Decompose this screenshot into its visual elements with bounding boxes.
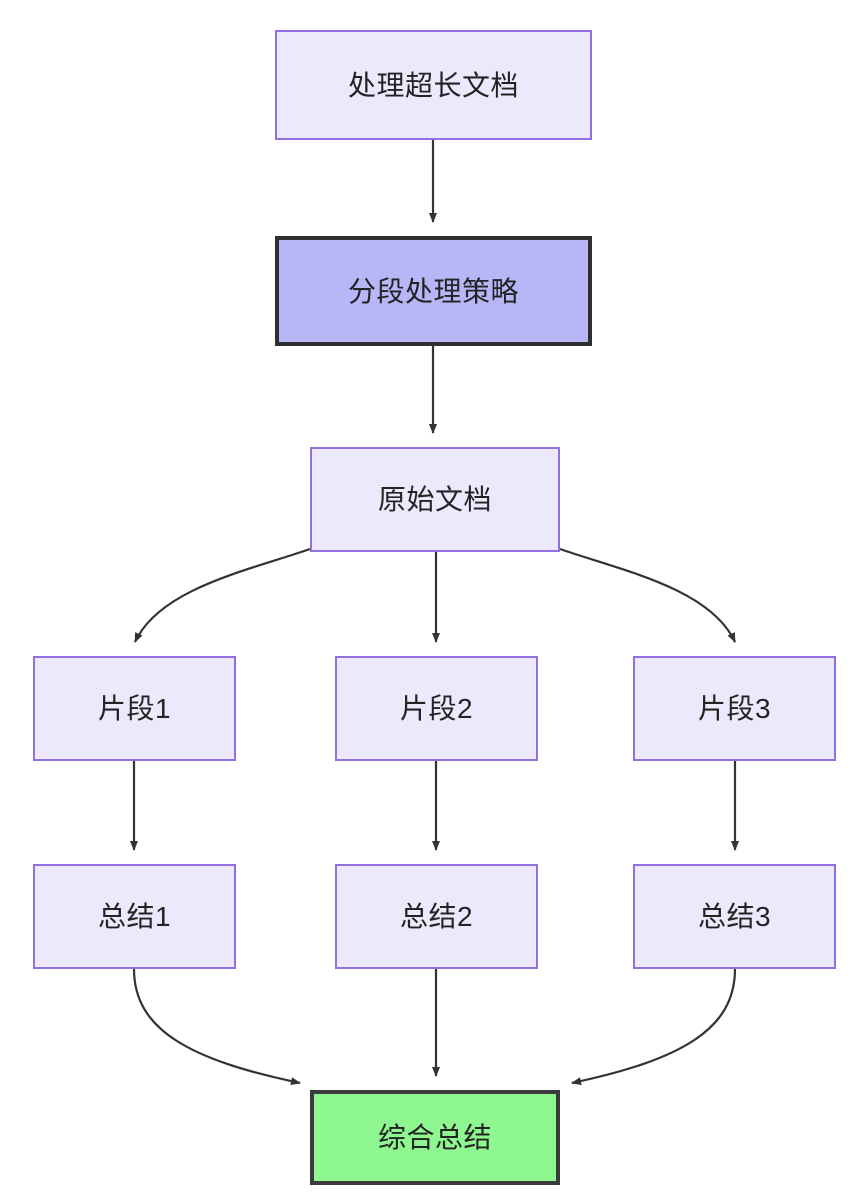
node-comprehensive-summary[interactable]: 综合总结 (310, 1090, 560, 1185)
node-original-document[interactable]: 原始文档 (310, 447, 560, 552)
edge-n3-n6 (559, 547, 736, 643)
node-label: 总结1 (97, 901, 172, 932)
node-summary-3[interactable]: 总结3 (633, 864, 836, 969)
node-label: 原始文档 (377, 484, 492, 515)
node-summary-2[interactable]: 总结2 (335, 864, 538, 969)
node-summary-1[interactable]: 总结1 (33, 864, 236, 969)
node-label: 总结3 (697, 901, 772, 932)
node-label: 片段1 (97, 693, 172, 724)
node-chunking-strategy[interactable]: 分段处理策略 (275, 236, 592, 346)
node-process-long-document[interactable]: 处理超长文档 (275, 30, 592, 140)
node-label: 分段处理策略 (347, 275, 519, 307)
node-label: 片段2 (399, 693, 474, 724)
edge-n3-n4 (134, 547, 311, 643)
node-fragment-2[interactable]: 片段2 (335, 656, 538, 761)
node-label: 处理超长文档 (347, 69, 519, 101)
edge-n9-n10 (571, 968, 737, 1086)
node-fragment-1[interactable]: 片段1 (33, 656, 236, 761)
node-label: 总结2 (399, 901, 474, 932)
node-label: 片段3 (697, 693, 772, 724)
edge-n7-n10 (132, 968, 301, 1086)
node-label: 综合总结 (377, 1122, 492, 1153)
node-fragment-3[interactable]: 片段3 (633, 656, 836, 761)
